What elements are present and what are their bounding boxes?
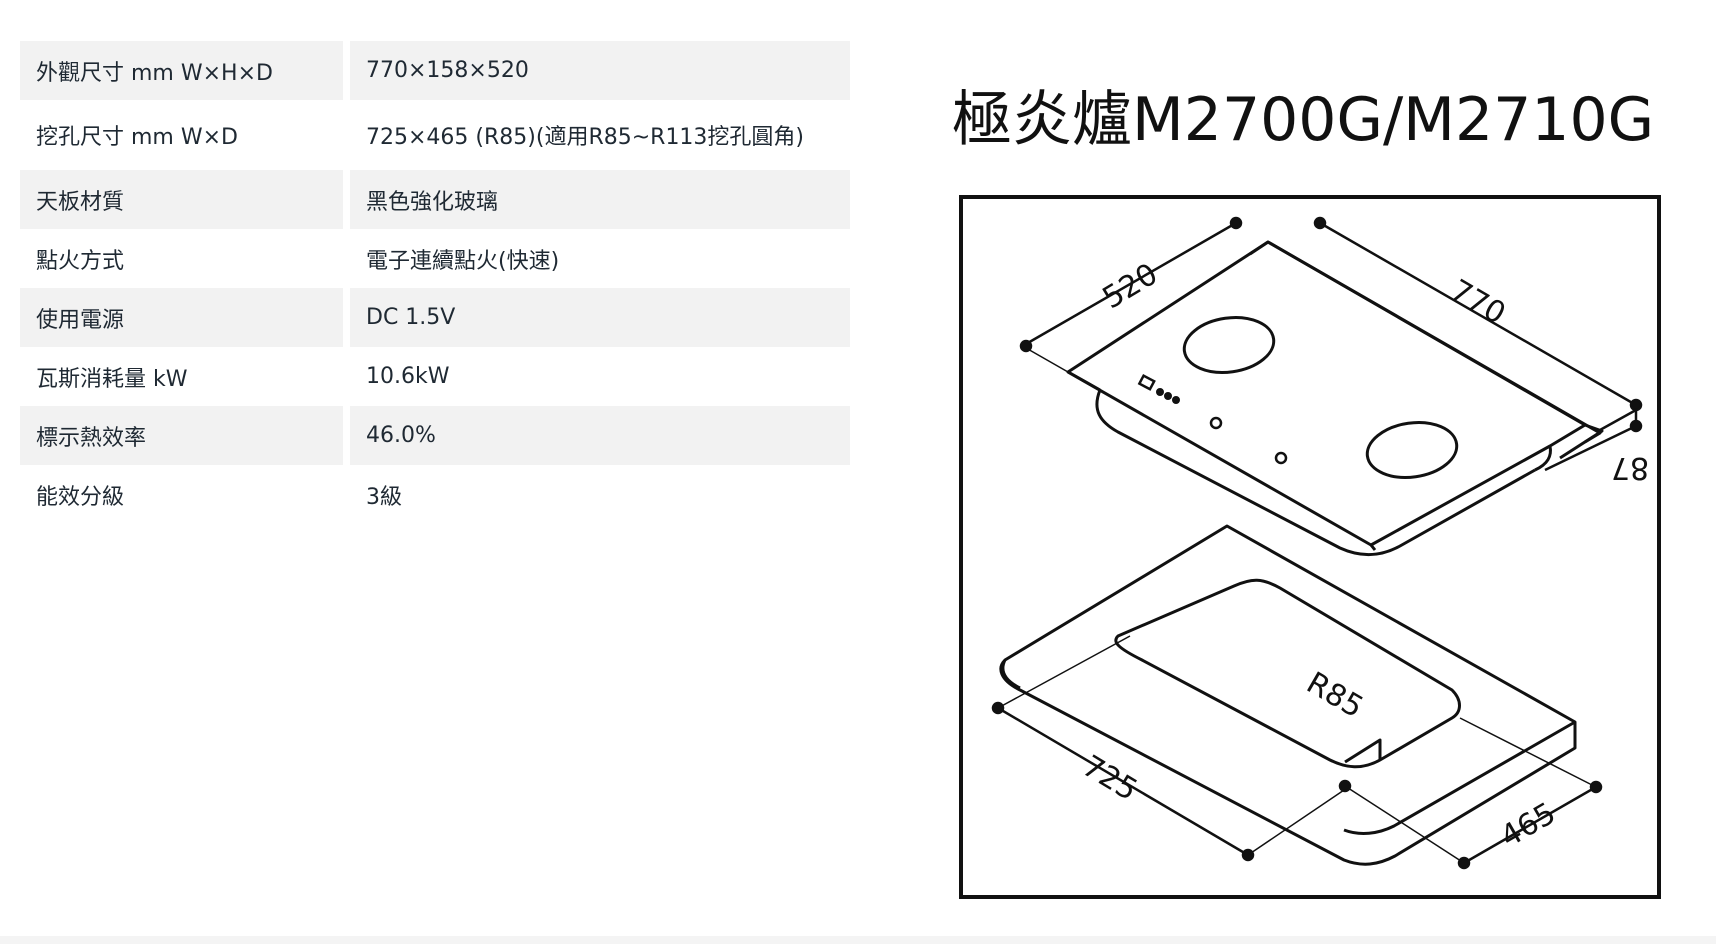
- knob-left: [1209, 416, 1223, 430]
- dim-line-depth: [1019, 216, 1243, 373]
- spec-label: 標示熱效率: [20, 406, 350, 465]
- dim-label-height: 87: [1611, 450, 1649, 485]
- page-bottom-divider: [0, 936, 1716, 944]
- spec-label: 使用電源: [20, 288, 350, 347]
- spec-value: 3級: [366, 484, 402, 510]
- spec-row-power: 使用電源 DC 1.5V: [20, 288, 850, 347]
- spec-label: 天板材質: [20, 170, 350, 229]
- dim-line-cutout-width: [991, 635, 1351, 862]
- spec-row-thermal-efficiency: 標示熱效率 46.0%: [20, 406, 850, 465]
- spec-row-cutout-size: 挖孔尺寸 mm W×D 725×465 (R85)(適用R85~R113挖孔圓角…: [20, 100, 850, 170]
- spec-value: DC 1.5V: [350, 288, 850, 347]
- spec-row-exterior-size: 外觀尺寸 mm W×H×D 770×158×520: [20, 41, 850, 100]
- dim-line-height: [1544, 408, 1643, 472]
- spec-value: 770×158×520: [350, 41, 850, 100]
- knob-right: [1274, 451, 1288, 465]
- spec-row-top-material: 天板材質 黑色強化玻璃: [20, 170, 850, 229]
- dimension-drawing: 520 770 87 R85 725 4: [959, 195, 1661, 899]
- spec-value: 46.0%: [350, 406, 850, 465]
- cooktop-outline: [1066, 240, 1604, 557]
- spec-value: 電子連續點火(快速): [366, 248, 560, 274]
- burner-left: [1182, 316, 1276, 374]
- spec-label: 外觀尺寸 mm W×H×D: [20, 41, 350, 100]
- spec-value: 725×465 (R85)(適用R85~R113挖孔圓角): [366, 125, 805, 150]
- control-panel-dots: [1137, 373, 1180, 404]
- spec-value: 10.6kW: [366, 364, 450, 389]
- spec-row-efficiency-grade: 能效分級 3級: [20, 465, 850, 524]
- spec-table: 外觀尺寸 mm W×H×D 770×158×520 挖孔尺寸 mm W×D 72…: [20, 41, 850, 524]
- figure-title: 極炎爐M2700G/M2710G: [952, 85, 1655, 155]
- spec-label: 點火方式: [20, 229, 350, 288]
- spec-row-gas-consumption: 瓦斯消耗量 kW 10.6kW: [20, 347, 850, 406]
- spec-row-ignition: 點火方式 電子連續點火(快速): [20, 229, 850, 288]
- burner-right: [1365, 421, 1459, 479]
- countertop-outline: [999, 524, 1577, 866]
- spec-label: 瓦斯消耗量 kW: [20, 347, 350, 406]
- spec-label: 挖孔尺寸 mm W×D: [20, 100, 350, 170]
- dim-line-cutout-depth: [1338, 717, 1603, 870]
- spec-value: 黑色強化玻璃: [350, 170, 850, 229]
- spec-label: 能效分級: [20, 465, 350, 524]
